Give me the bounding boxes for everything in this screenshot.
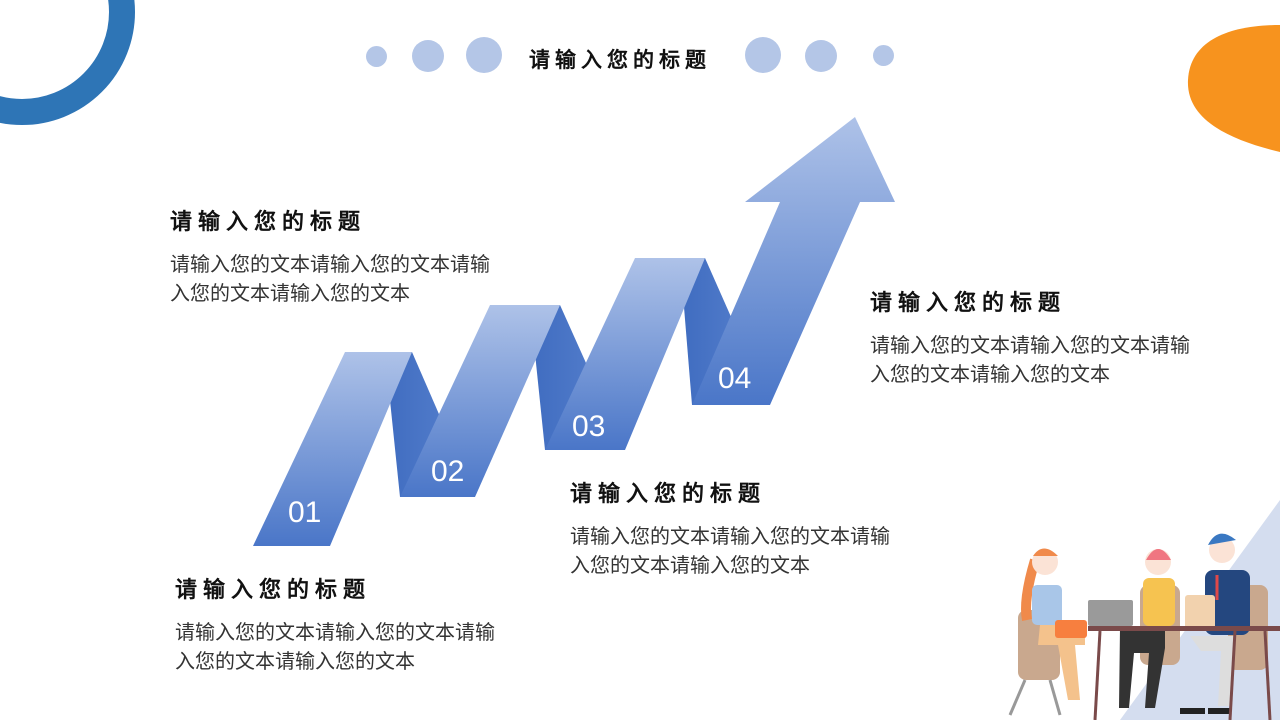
step-number-02: 02 bbox=[431, 455, 464, 488]
step-block-3: 请输入您的标题 请输入您的文本请输入您的文本请输入您的文本请输入您的文本 bbox=[570, 476, 890, 580]
step-title: 请输入您的标题 bbox=[870, 290, 1067, 316]
table bbox=[1088, 626, 1280, 720]
header-dot bbox=[745, 37, 781, 73]
step-block-4: 请输入您的标题 请输入您的文本请输入您的文本请输入您的文本请输入您的文本 bbox=[870, 285, 1190, 389]
header-dot bbox=[412, 40, 444, 72]
ribbon-segment bbox=[400, 305, 560, 497]
person-left bbox=[1008, 548, 1087, 716]
orange-blob-decoration bbox=[1187, 25, 1280, 152]
step-number-03: 03 bbox=[572, 410, 605, 443]
step-title: 请输入您的标题 bbox=[175, 577, 372, 603]
header-dot bbox=[873, 45, 894, 66]
step-body: 请输入您的文本请输入您的文本请输入您的文本请输入您的文本 bbox=[170, 252, 490, 305]
step-number-01: 01 bbox=[288, 496, 321, 529]
header-dot bbox=[466, 37, 502, 73]
step-body: 请输入您的文本请输入您的文本请输入您的文本请输入您的文本 bbox=[570, 524, 890, 577]
header-dot bbox=[805, 40, 837, 72]
ribbon-segment bbox=[545, 258, 705, 450]
step-title: 请输入您的标题 bbox=[570, 481, 767, 507]
blue-arc-decoration bbox=[0, 0, 135, 125]
step-number-04: 04 bbox=[718, 362, 751, 395]
page-title: 请输入您的标题 bbox=[529, 47, 711, 72]
header-dot bbox=[366, 46, 387, 67]
person-middle bbox=[1088, 549, 1180, 708]
step-block-1: 请输入您的标题 请输入您的文本请输入您的文本请输入您的文本请输入您的文本 bbox=[170, 204, 490, 308]
step-body: 请输入您的文本请输入您的文本请输入您的文本请输入您的文本 bbox=[175, 620, 495, 673]
ribbon-arrow-head bbox=[692, 117, 895, 405]
person-right bbox=[1180, 533, 1268, 714]
step-title: 请输入您的标题 bbox=[170, 209, 367, 235]
step-block-2: 请输入您的标题 请输入您的文本请输入您的文本请输入您的文本请输入您的文本 bbox=[175, 572, 495, 676]
step-body: 请输入您的文本请输入您的文本请输入您的文本请输入您的文本 bbox=[870, 333, 1190, 386]
ribbon-segment bbox=[253, 352, 412, 546]
